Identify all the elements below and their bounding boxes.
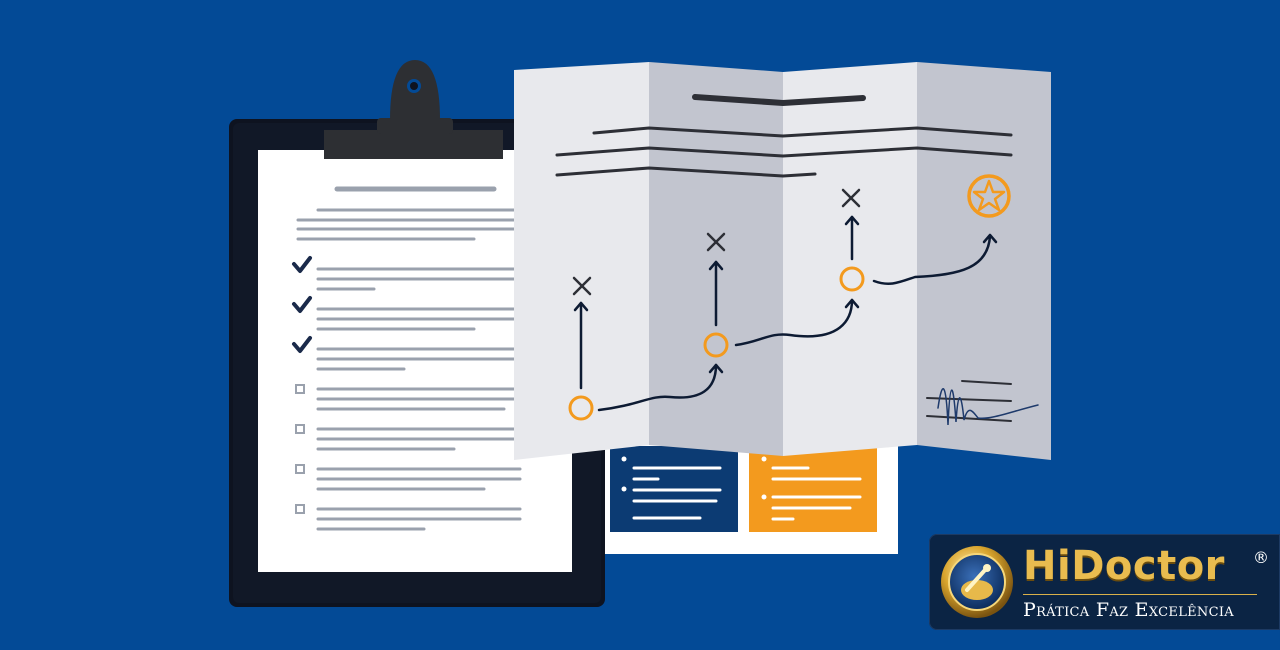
cross-marker-icon [572, 188, 861, 296]
checkbox-empty-icon [295, 504, 305, 514]
orange-card [749, 446, 877, 532]
checkbox-empty-icon [295, 464, 305, 474]
signature-icon [926, 380, 1039, 426]
golden-medallion-icon [941, 546, 1013, 618]
checkbox-empty-icon [295, 424, 305, 434]
checklist-item [295, 384, 522, 411]
checklist-item [292, 256, 522, 291]
hidoctor-badge: HiDoctor ® Prática Faz Excelência [929, 534, 1280, 630]
back-document [604, 440, 898, 554]
checklist-item [292, 296, 522, 331]
checklist-item [295, 504, 522, 531]
brand-name: HiDoctor [1023, 543, 1225, 589]
checklist-item [292, 336, 522, 371]
route-start-circle-icon [568, 266, 865, 421]
strategy-map [514, 62, 1051, 460]
checkmark-icon [292, 296, 312, 313]
checkmark-icon [292, 336, 312, 353]
route-path [573, 215, 998, 412]
brand-tagline: Prática Faz Excelência [1023, 599, 1234, 621]
checkbox-empty-icon [295, 384, 305, 394]
checklist-item [295, 464, 522, 491]
checkmark-icon [292, 256, 312, 273]
brand-divider [1023, 594, 1257, 595]
star-goal-icon [967, 174, 1011, 218]
checklist [292, 256, 522, 531]
checklist-item [295, 424, 522, 451]
clipboard-clip [324, 60, 503, 159]
registered-mark: ® [1253, 548, 1269, 567]
clipboard [229, 60, 605, 607]
